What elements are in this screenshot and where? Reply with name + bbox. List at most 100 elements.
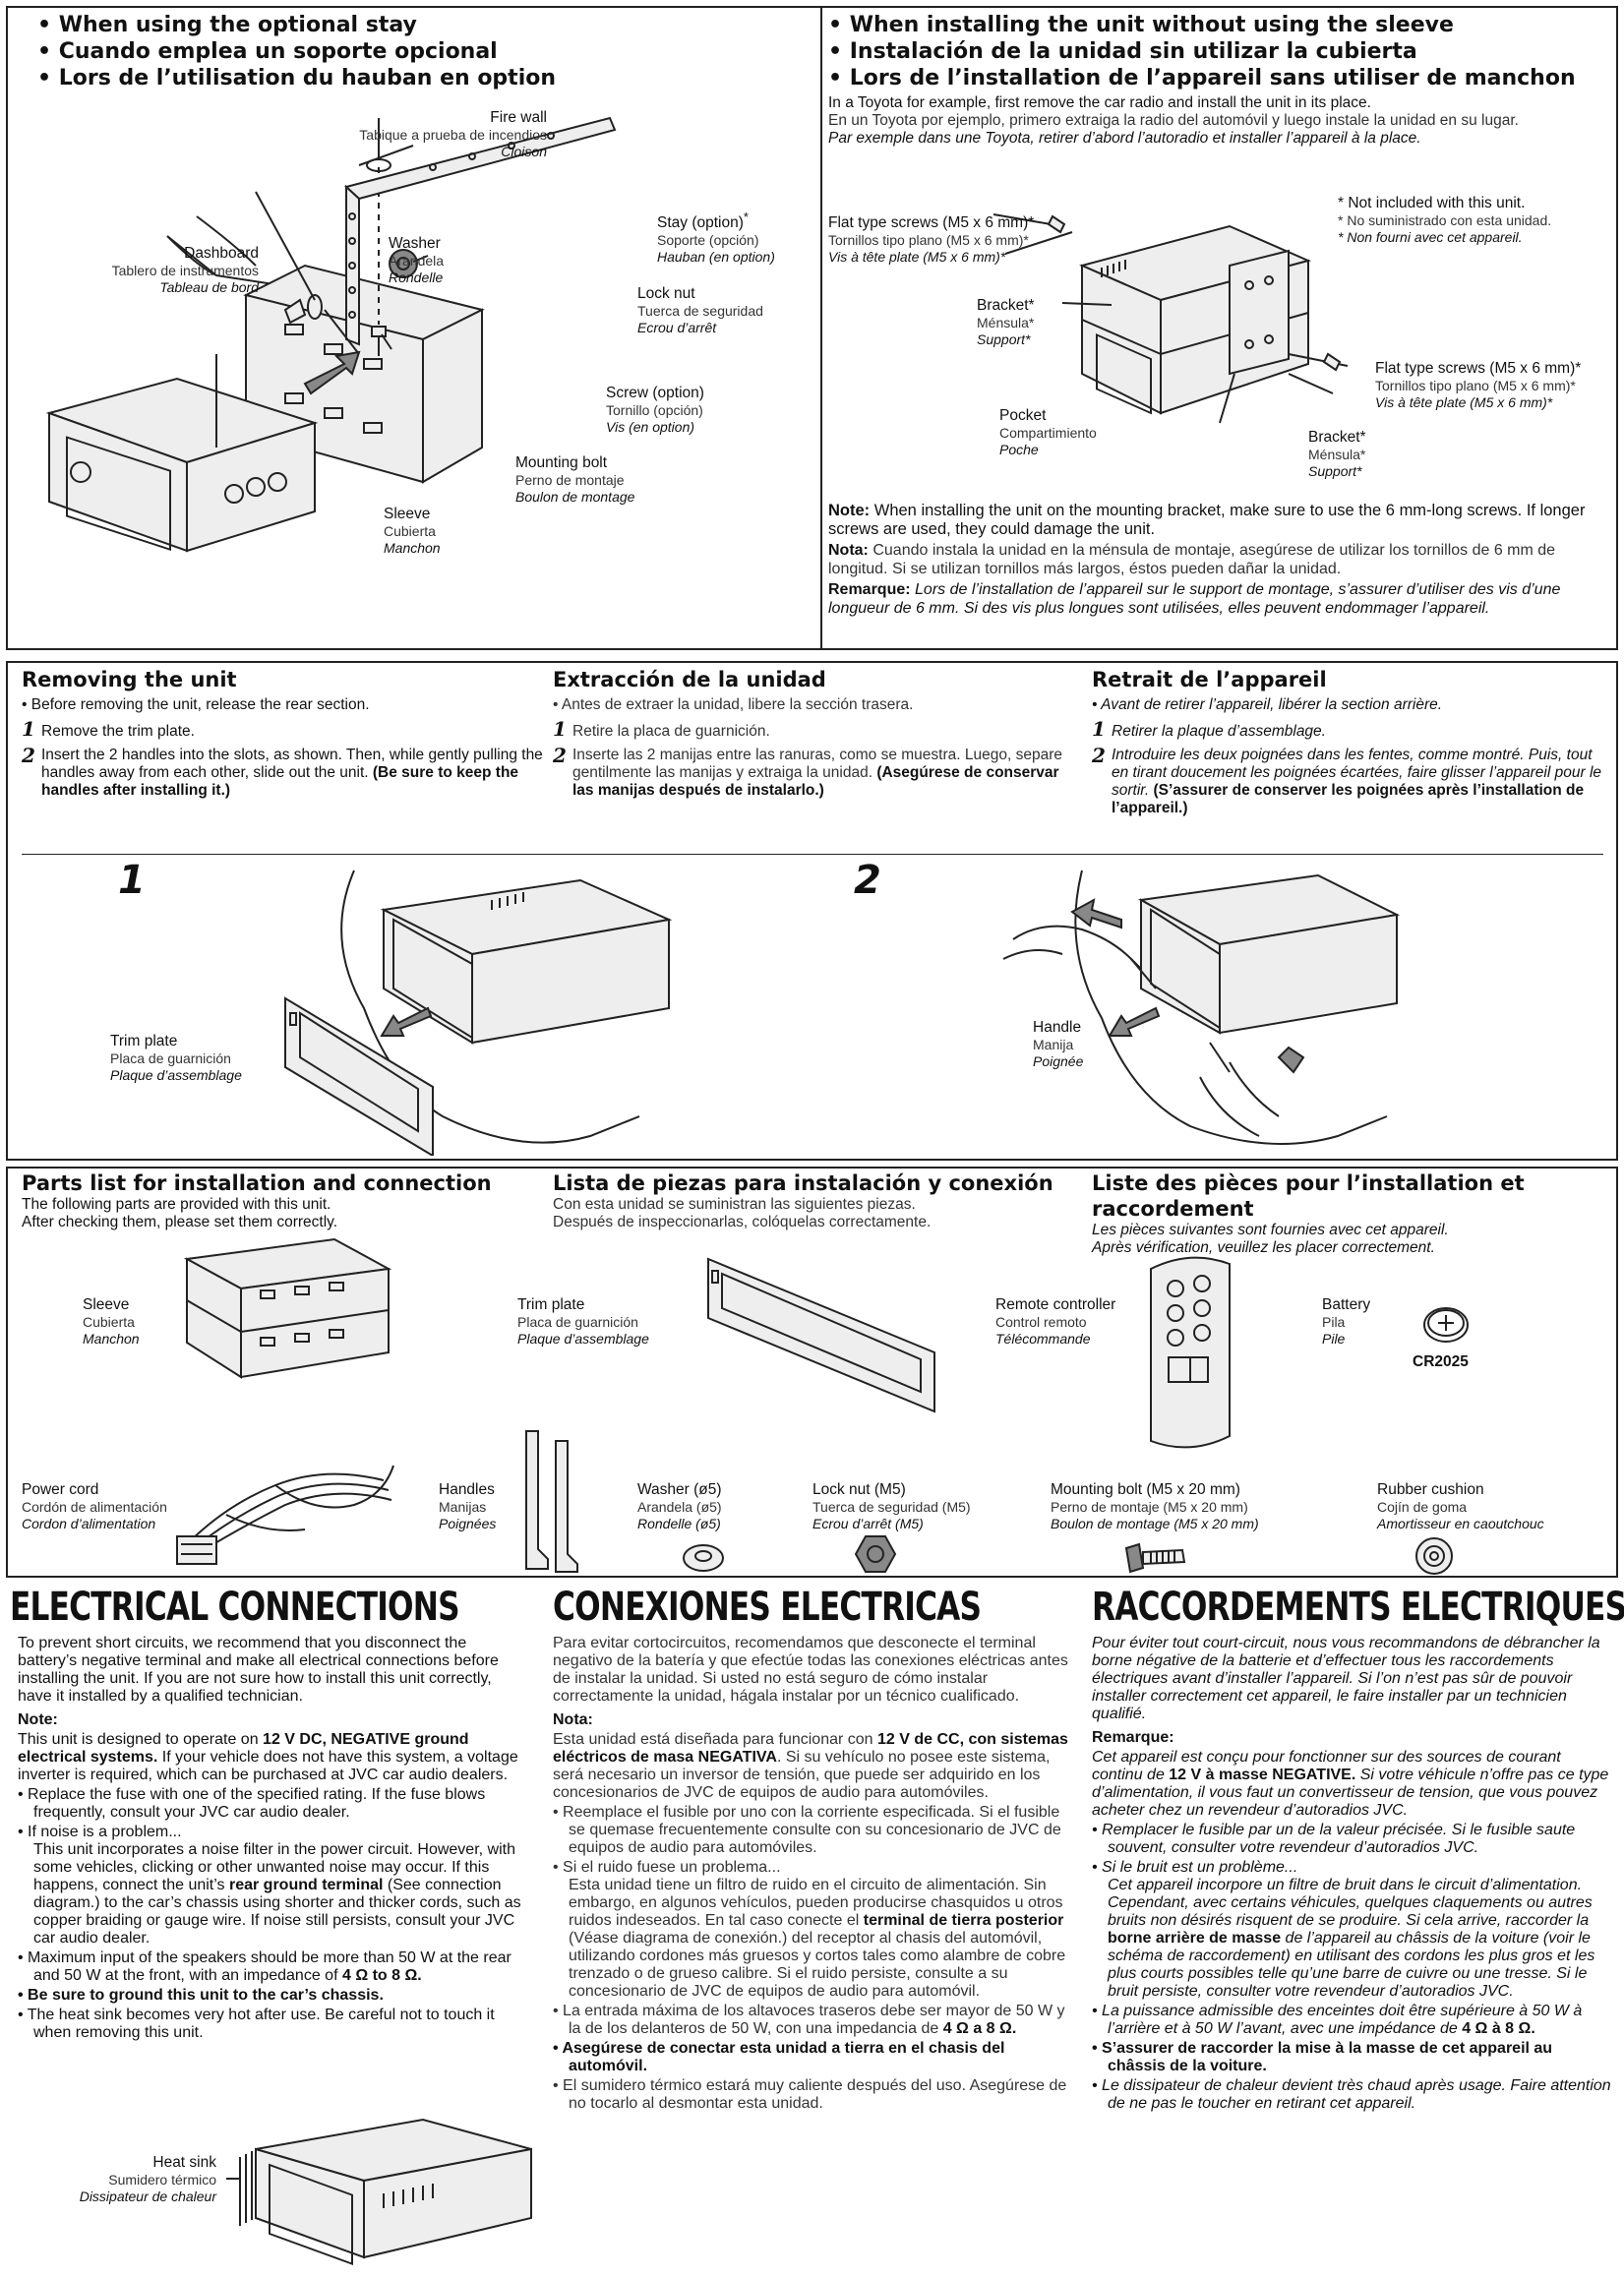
removing-step2b-fr: (S’assurer de conserver les poignées apr…	[1112, 782, 1585, 816]
removing-step1-num-es: 1	[553, 717, 567, 741]
removing-step2-fr: Introduire les deux poignées dans les fe…	[1112, 747, 1602, 799]
elec-fr-bullet-speakers: • La puissance admissible des enceintes …	[1092, 2003, 1583, 2037]
part-washer-icon	[683, 1544, 724, 1572]
elec-es-note1: Esta unidad está diseñada para funcionar…	[553, 1731, 878, 1748]
part-washer-fr: Rondelle (ø5)	[637, 1516, 721, 1531]
parts-fr: Liste des pièces pour l’installation et …	[1092, 1170, 1608, 1257]
firewall-es: Tabique a prueba de incendios	[359, 127, 547, 143]
heatsink-fr: Dissipateur de chaleur	[79, 2188, 216, 2204]
elec-en-bullet-speakers: • Maximum input of the speakers should b…	[18, 1949, 511, 1984]
flat2-en: Flat type screws (M5 x 6 mm)*	[1375, 360, 1582, 377]
dashboard-en: Dashboard	[184, 245, 259, 262]
part-rubber-icon	[1415, 1537, 1453, 1575]
elec-en-note1-bold: 12 V DC, NEGATIVE ground electrical syst…	[18, 1731, 469, 1766]
elec-es-note1-rest: . Si su vehículo no posee este sistema, …	[553, 1749, 1051, 1801]
flat2-fr: Vis à tête plate (M5 x 6 mm)*	[1375, 394, 1553, 410]
removing-step1-num-en: 1	[22, 717, 35, 741]
part-powercord-icon	[176, 1465, 394, 1565]
part-locknut-icon	[854, 1535, 897, 1573]
part-label-washer: Washer (ø5) Arandela (ø5) Rondelle (ø5)	[637, 1481, 722, 1532]
elec-es-column: Para evitar cortocircuitos, recomendamos…	[553, 1635, 1074, 2115]
part-sleeve-en: Sleeve	[83, 1296, 130, 1313]
elec-es-note-label: Nota:	[553, 1711, 593, 1728]
part-trim-fr: Plaque d’assemblage	[517, 1331, 649, 1347]
stay-fr: Hauban (en option)	[657, 249, 775, 266]
part-trim-en: Trim plate	[517, 1296, 585, 1313]
screw-fr: Vis (en option)	[606, 419, 695, 435]
flat2-es: Tornillos tipo plano (M5 x 6 mm)*	[1375, 378, 1576, 393]
elec-title-fr: RACCORDEMENTS ELECTRIQUES	[1092, 1585, 1624, 1630]
part-remote-fr: Télécommande	[995, 1331, 1091, 1347]
nosleeve-label-bracket1: Bracket* Ménsula* Support*	[977, 297, 1035, 348]
flat1-en: Flat type screws (M5 x 6 mm)*	[828, 214, 1035, 231]
flat1-fr: Vis à tête plate (M5 x 6 mm)*	[828, 249, 1006, 265]
nosleeve-label-bracket2: Bracket* Ménsula* Support*	[1308, 429, 1366, 480]
nosleeve-intro: In a Toyota for example, first remove th…	[828, 94, 1605, 148]
locknut-es: Tuerca de seguridad	[637, 303, 763, 319]
removing-step1-fr: Retirer la plaque d’assemblage.	[1112, 723, 1326, 740]
part-label-remote: Remote controller Control remoto Télécom…	[995, 1296, 1115, 1348]
stay-label-washer: Washer Arandela Rondelle	[389, 235, 444, 286]
part-locknut-en: Lock nut (M5)	[812, 1481, 906, 1498]
elec-es-note1-bold: 12 V de CC, con sistemas eléctricos de m…	[553, 1731, 1068, 1766]
elec-fr-intro: Pour éviter tout court-circuit, nous vou…	[1092, 1635, 1600, 1722]
pocket-en: Pocket	[999, 407, 1047, 424]
trim-en: Trim plate	[110, 1033, 178, 1049]
part-label-battery: Battery Pila Pile	[1322, 1296, 1370, 1348]
elec-en-noise-rest: (See connection diagram.) to the car’s c…	[33, 1877, 521, 1947]
part-remote-icon	[1150, 1256, 1231, 1449]
elec-en-bullet-heatsink: • The heat sink becomes very hot after u…	[18, 2007, 495, 2041]
part-battery-icon	[1423, 1307, 1469, 1343]
part-sleeve-fr: Manchon	[83, 1331, 140, 1347]
removing-step1-num-fr: 1	[1092, 717, 1106, 741]
parts-line2-fr: Après vérification, veuillez les placer …	[1092, 1239, 1435, 1256]
removing-fr: Retrait de l’appareil • Avant de retirer…	[1092, 667, 1608, 817]
part-label-rubber: Rubber cushion Cojín de goma Amortisseur…	[1377, 1481, 1544, 1532]
part-handles-en: Handles	[439, 1481, 495, 1498]
elec-en-note1: This unit is designed to operate on	[18, 1731, 264, 1748]
stay-installation-diagram	[45, 116, 617, 553]
part-bolt-fr: Boulon de montage (M5 x 20 mm)	[1051, 1516, 1259, 1531]
part-battery-model: CR2025	[1413, 1353, 1469, 1370]
nosleeve-leaders	[993, 213, 1349, 424]
part-bolt-en: Mounting bolt (M5 x 20 mm)	[1051, 1481, 1240, 1498]
heatsink-en: Heat sink	[152, 2154, 216, 2171]
bracket1-en: Bracket*	[977, 297, 1035, 314]
elec-fr-bullet-fuse: • Remplacer le fusible par un de la vale…	[1092, 1822, 1576, 1856]
heatsink-diagram	[226, 2118, 532, 2265]
elec-fr-note1-rest: Si votre véhicule n’offre pas ce type d’…	[1092, 1767, 1609, 1819]
flat1-es: Tornillos tipo plano (M5 x 6 mm)*	[828, 232, 1029, 248]
mounting-en: Mounting bolt	[515, 454, 608, 471]
removing-step2-num-es: 2	[553, 744, 567, 767]
part-power-en: Power cord	[22, 1481, 99, 1498]
part-remote-es: Control remoto	[995, 1314, 1087, 1330]
elec-es-bullet-heatsink: • El sumidero térmico estará muy calient…	[553, 2077, 1067, 2112]
part-trimplate-icon	[707, 1257, 935, 1413]
removing-figure-num-1: 1	[118, 858, 146, 903]
elec-en-intro: To prevent short circuits, we recommend …	[18, 1635, 499, 1705]
sleeve-fr: Manchon	[384, 540, 441, 556]
elec-en-noise-bold: rear ground terminal	[228, 1877, 384, 1893]
parts-line1-fr: Les pièces suivantes sont fournies avec …	[1092, 1222, 1449, 1238]
part-label-trim: Trim plate Placa de guarnición Plaque d’…	[517, 1296, 649, 1348]
nosleeve-label-flat2: Flat type screws (M5 x 6 mm)* Tornillos …	[1375, 360, 1581, 411]
part-power-fr: Cordon d’alimentation	[22, 1516, 156, 1531]
stay-label-sleeve: Sleeve Cubierta Manchon	[384, 506, 441, 557]
sleeve-tabs	[284, 324, 383, 434]
part-rubber-en: Rubber cushion	[1377, 1481, 1484, 1498]
part-label-bolt: Mounting bolt (M5 x 20 mm) Perno de mont…	[1051, 1481, 1259, 1532]
parts-section-box	[6, 1167, 1618, 1578]
elec-es-bullet-noise: • Si el ruido fuese un problema...	[553, 1859, 781, 1876]
elec-fr-bullet-heatsink: • Le dissipateur de chaleur devient très…	[1092, 2077, 1611, 2112]
stay-asterisk: *	[743, 210, 749, 224]
note-es: Cuando instala la unidad en la ménsula d…	[828, 542, 1556, 577]
note-en: When installing the unit on the mounting…	[828, 502, 1586, 538]
note-es-label: Nota:	[828, 542, 869, 559]
elec-es-bullet-speakers: • La entrada máxima de los altavoces tra…	[553, 2003, 1065, 2037]
part-locknut-fr: Ecrou d’arrêt (M5)	[812, 1516, 924, 1531]
locknut-fr: Ecrou d’arrêt	[637, 320, 717, 335]
firewall-en: Fire wall	[490, 109, 547, 126]
part-sleeve-icon	[183, 1237, 392, 1379]
heatsink-es: Sumidero térmico	[108, 2172, 216, 2188]
pocket-es: Compartimiento	[999, 425, 1097, 441]
